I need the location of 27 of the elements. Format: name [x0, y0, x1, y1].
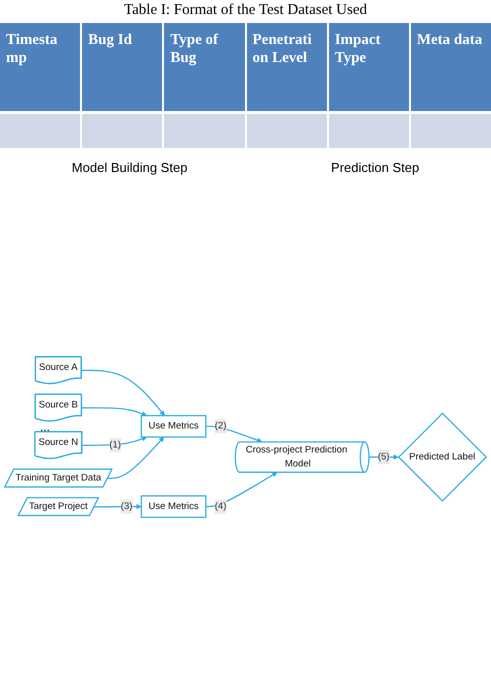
node-diamond: Predicted Label: [398, 412, 488, 502]
table-title: Table I: Format of the Test Dataset Used: [123, 2, 368, 19]
column-header: Timesta mp: [0, 23, 80, 111]
column-header: Bug Id: [82, 23, 162, 111]
edge-label: (5): [378, 452, 390, 462]
arrow: [368, 454, 399, 460]
arrow: [206, 426, 262, 444]
arrow: [81, 370, 165, 416]
arrow: [82, 436, 147, 446]
step-heading: Prediction Step: [331, 160, 420, 175]
node-box: Use Metrics: [140, 416, 206, 438]
node-box: Use Metrics: [140, 496, 206, 518]
arrow: [94, 504, 142, 510]
ellipsis-text: ...: [40, 420, 50, 434]
column-header: Meta data: [410, 23, 491, 111]
edge-label: (3): [120, 502, 132, 512]
column-header: Impact Type: [328, 23, 409, 111]
edge-label: (4): [214, 502, 226, 512]
column-header: Penetrati on Level: [246, 23, 327, 111]
column-header: Type of Bug: [164, 23, 245, 111]
edge-label: (1): [109, 440, 121, 450]
node-text: Cross-project Prediction Model: [246, 445, 348, 470]
step-heading: Model Building Step: [72, 160, 188, 175]
edge-label: (2): [214, 421, 226, 432]
arrow: [108, 437, 164, 480]
arrow: [82, 408, 147, 417]
arrow: [206, 472, 278, 508]
